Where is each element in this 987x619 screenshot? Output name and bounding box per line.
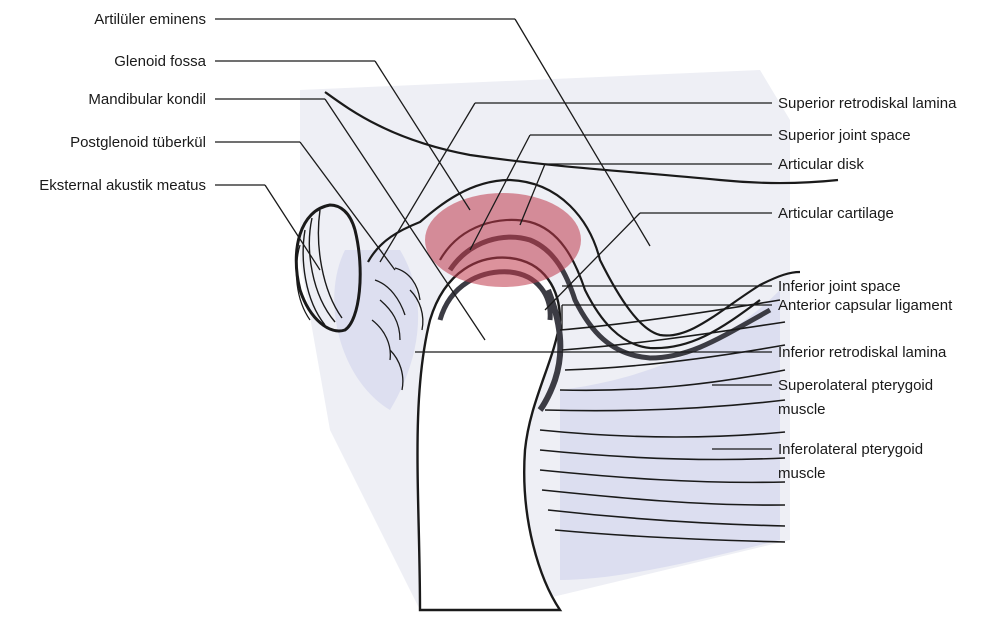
- label-inferolateral-muscle: muscle: [778, 465, 826, 482]
- label-artiluler-eminens: Artilüler eminens: [94, 11, 206, 28]
- label-inferior-joint-space: Inferior joint space: [778, 278, 901, 295]
- label-superolateral-pterygoid: Superolateral pterygoid: [778, 377, 933, 394]
- label-superior-retrodiskal-lamina: Superior retrodiskal lamina: [778, 95, 957, 112]
- label-mandibular-kondil: Mandibular kondil: [88, 91, 206, 108]
- label-superior-joint-space: Superior joint space: [778, 127, 911, 144]
- joint-highlight: [425, 193, 581, 287]
- labels-right: Superior retrodiskal lamina Superior joi…: [778, 95, 957, 482]
- label-articular-disk: Articular disk: [778, 156, 864, 173]
- label-articular-cartilage: Articular cartilage: [778, 205, 894, 222]
- label-inferior-retrodiskal-lamina: Inferior retrodiskal lamina: [778, 344, 947, 361]
- labels-left: Artilüler eminens Glenoid fossa Mandibul…: [39, 11, 206, 194]
- label-postglenoid-tuberkul: Postglenoid tüberkül: [70, 134, 206, 151]
- label-superolateral-muscle: muscle: [778, 401, 826, 418]
- label-eksternal-akustik-meatus: Eksternal akustik meatus: [39, 177, 206, 194]
- label-glenoid-fossa: Glenoid fossa: [114, 53, 206, 70]
- label-inferolateral-pterygoid: Inferolateral pterygoid: [778, 441, 923, 458]
- label-anterior-capsular-ligament: Anterior capsular ligament: [778, 297, 953, 314]
